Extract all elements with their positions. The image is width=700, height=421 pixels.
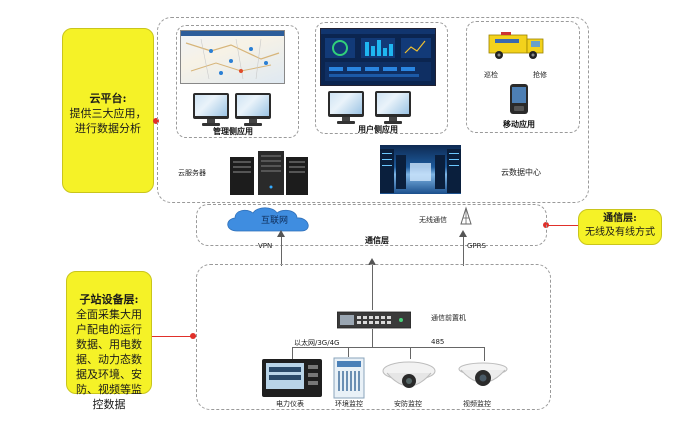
wireless-label: 无线通信 xyxy=(419,216,447,224)
user-app-label: 用户侧应用 xyxy=(358,125,398,134)
cloud-platform-title: 云平台: xyxy=(89,92,127,105)
cloud-server-label: 云服务器 xyxy=(178,169,206,177)
center-link-line xyxy=(372,264,374,310)
user-dashboard-screenshot xyxy=(320,28,436,86)
management-map-screenshot xyxy=(180,30,285,84)
user-app-box xyxy=(315,22,448,134)
management-app-label: 管理侧应用 xyxy=(213,127,253,136)
video-drop-line xyxy=(484,347,486,361)
device-bus-line xyxy=(292,347,484,349)
vpn-link-line xyxy=(281,236,283,266)
front-end-down-line xyxy=(372,329,374,347)
management-monitor-right xyxy=(235,93,271,126)
mobile-terminal-icon xyxy=(510,84,528,114)
substation-layer-text: 全面采集大用户配电的运行数据、用电数据、动力态数据及环境、安防、视频等监控数据 xyxy=(76,308,142,411)
comm-connector-line xyxy=(546,225,578,227)
substation-connector-dot xyxy=(190,333,196,339)
ethernet-label: 以太网/3G/4G xyxy=(294,339,340,347)
substation-layer-box: 子站设备层: 全面采集大用户配电的运行数据、用电数据、动力态数据及环境、安防、视… xyxy=(66,271,152,411)
security-camera-icon xyxy=(382,361,436,388)
comm-layer-label: 通信层 xyxy=(365,236,389,245)
user-monitor-right xyxy=(375,91,411,124)
internet-label: 互联网 xyxy=(261,216,289,226)
substation-layer-title: 子站设备层: xyxy=(79,293,139,306)
inspection-label: 巡检 xyxy=(484,71,498,79)
rs485-label: 485 xyxy=(431,338,445,346)
mobile-app-label: 移动应用 xyxy=(503,120,535,129)
cloud-platform-box: 云平台: 提供三大应用，进行数据分析 xyxy=(62,28,154,193)
cloud-server-icon xyxy=(230,151,308,195)
cloud-connector-dot xyxy=(153,118,159,124)
vpn-link-arrow xyxy=(277,230,285,237)
inspection-truck-icon xyxy=(488,32,544,59)
gprs-label: GPRS xyxy=(467,242,486,250)
user-monitor-left xyxy=(328,91,364,124)
front-end-label: 通信前置机 xyxy=(431,314,466,322)
env-monitor-label: 环境监控 xyxy=(335,400,363,408)
video-camera-icon xyxy=(458,362,508,386)
power-meter-icon xyxy=(262,359,322,397)
management-monitor-left xyxy=(193,93,229,126)
power-meter-label: 电力仪表 xyxy=(276,400,304,408)
antenna-icon xyxy=(460,206,472,225)
gprs-link-arrow xyxy=(459,230,467,237)
mobile-app-box xyxy=(466,21,580,133)
comm-layer-region xyxy=(196,204,547,246)
cloud-platform-text: 提供三大应用，进行数据分析 xyxy=(69,107,147,135)
gprs-link-line xyxy=(463,236,465,266)
cloud-platform-region xyxy=(157,17,589,203)
vpn-label: VPN xyxy=(258,242,273,250)
data-center-image xyxy=(380,145,461,194)
internet-cloud-icon xyxy=(227,207,309,232)
center-link-arrow xyxy=(368,258,376,265)
security-label: 安防监控 xyxy=(394,400,422,408)
security-drop-line xyxy=(410,347,412,359)
comm-layer-title: 通信层: xyxy=(603,213,637,224)
meter-drop-line xyxy=(292,347,294,359)
substation-region xyxy=(196,264,551,410)
data-center-label: 云数据中心 xyxy=(501,168,541,177)
substation-connector-line xyxy=(152,336,196,338)
management-app-box xyxy=(176,25,299,138)
repair-label: 抢修 xyxy=(533,71,547,79)
env-drop-line xyxy=(348,347,350,357)
front-end-processor-icon xyxy=(337,311,411,329)
env-monitor-icon xyxy=(333,357,365,399)
comm-layer-text: 无线及有线方式 xyxy=(585,227,655,238)
comm-layer-box: 通信层: 无线及有线方式 xyxy=(578,209,662,245)
video-label: 视频监控 xyxy=(463,400,491,408)
